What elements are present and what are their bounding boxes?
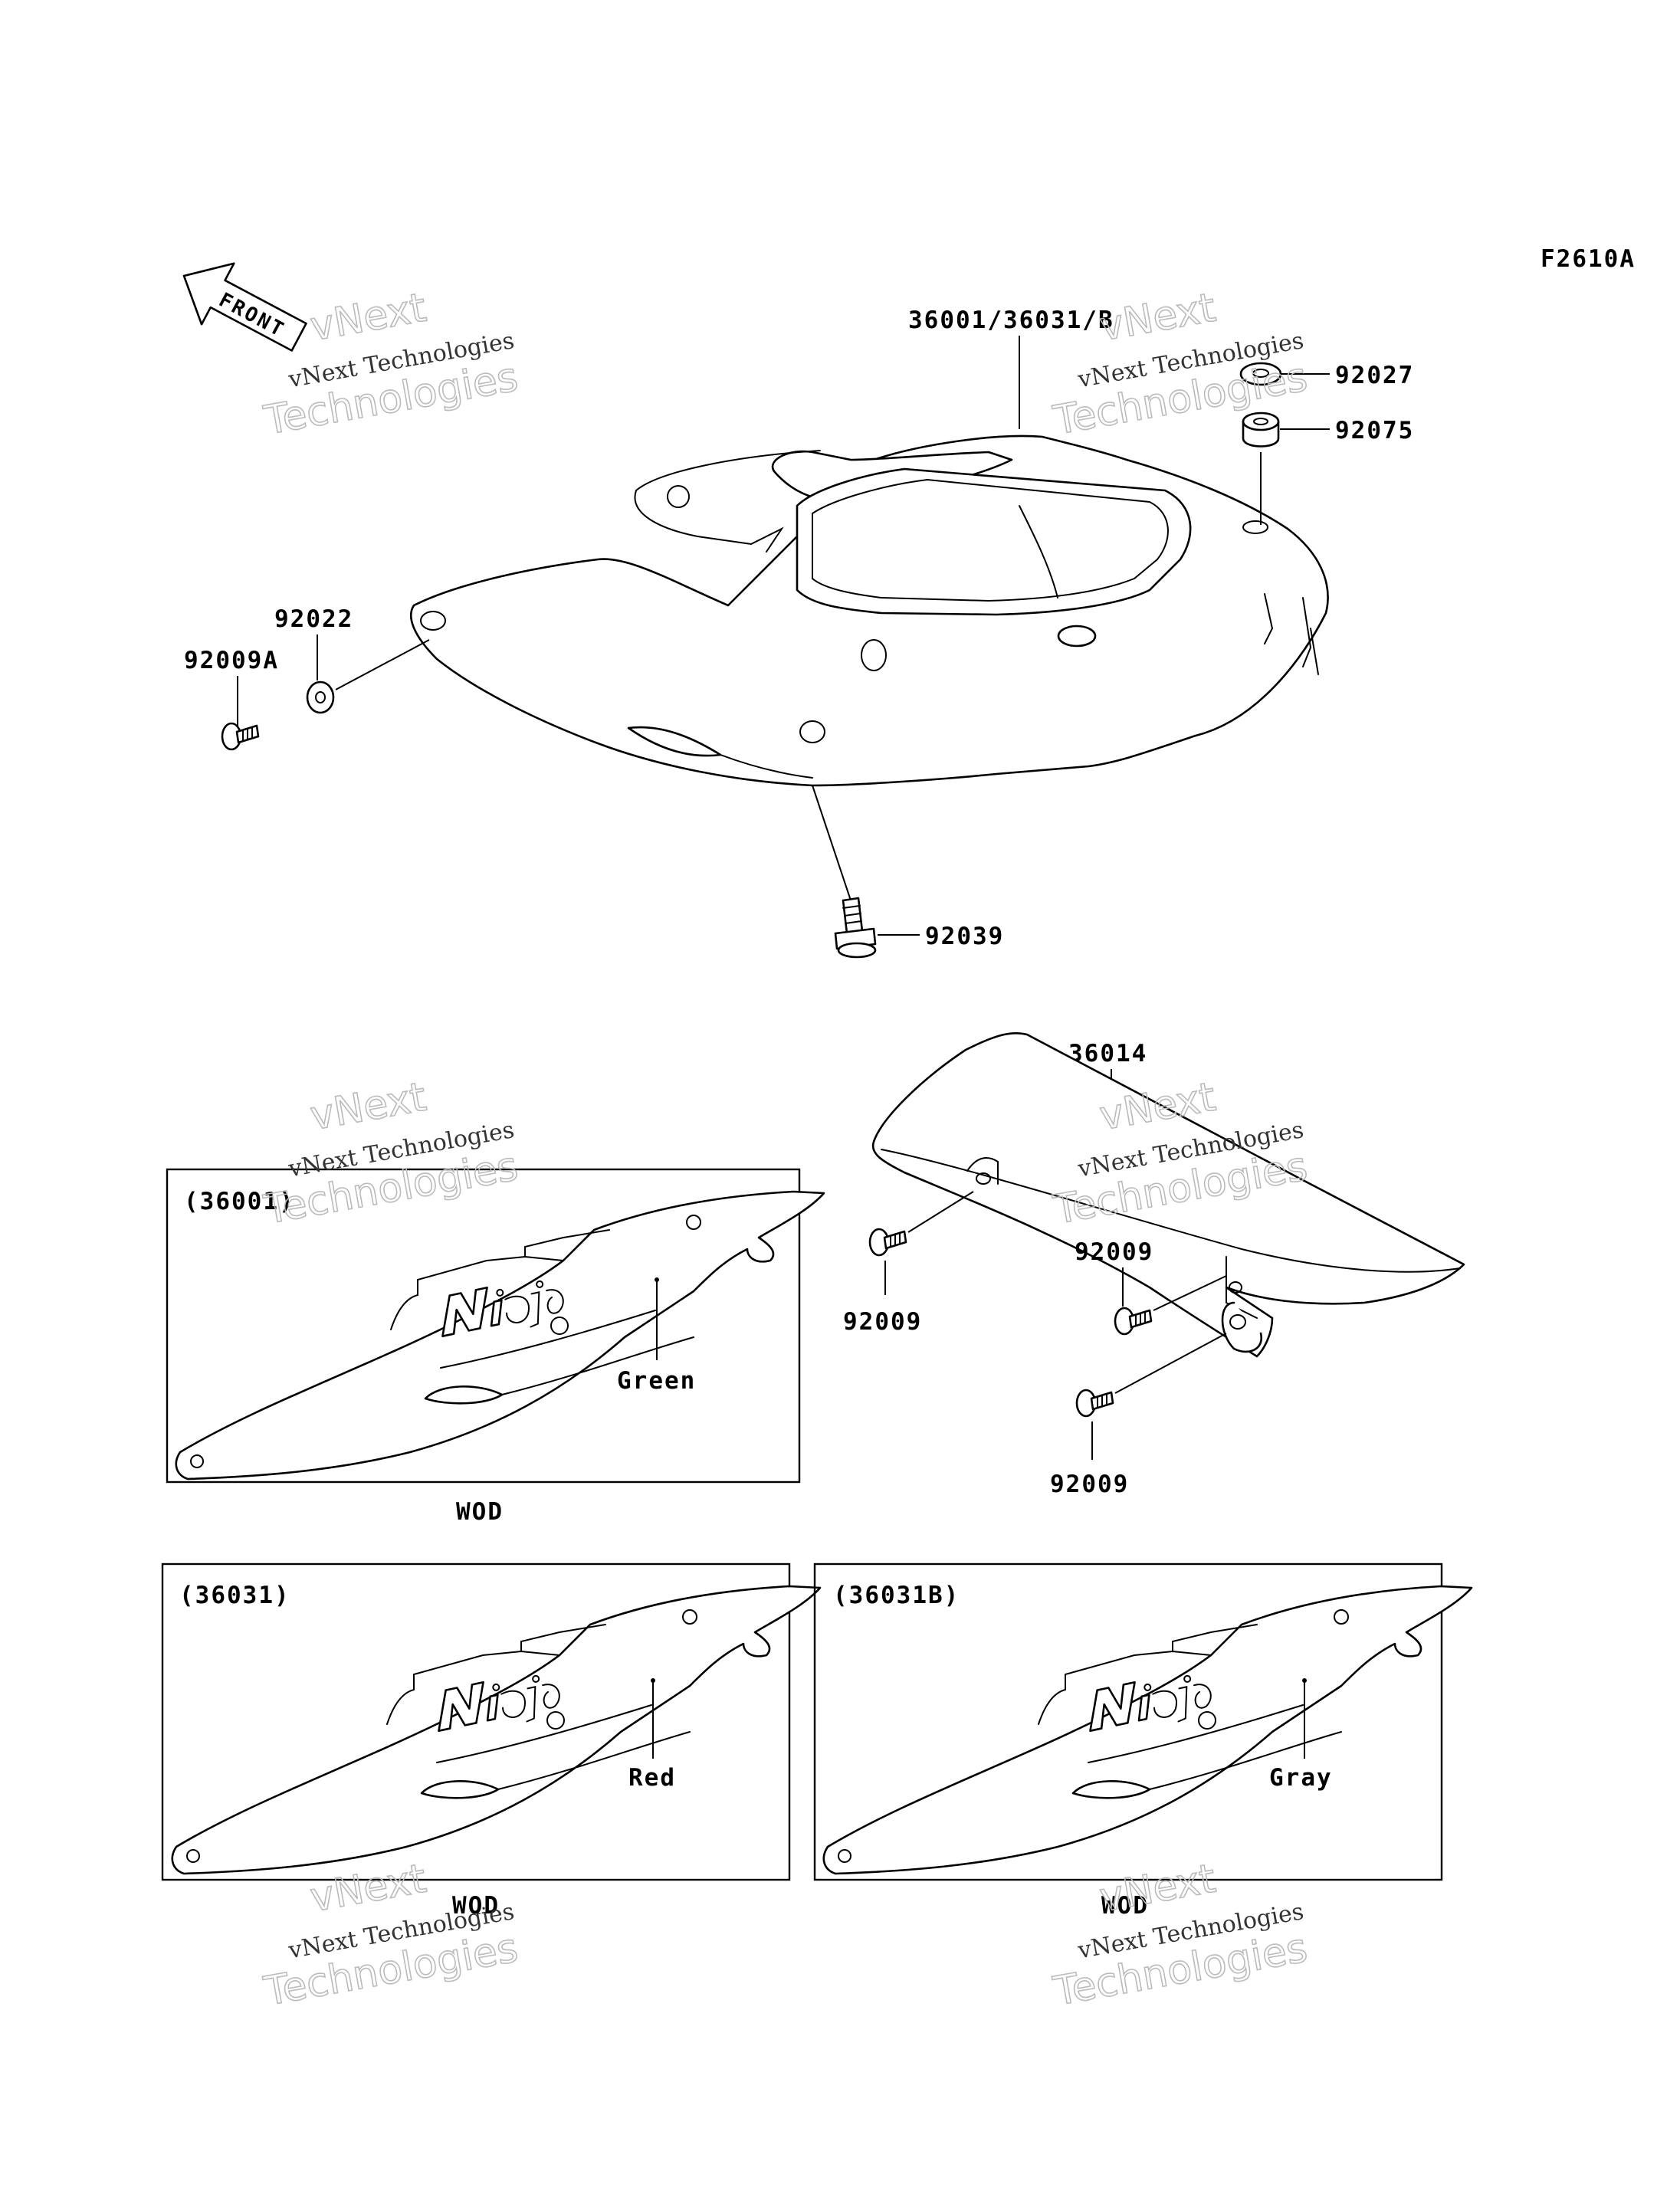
leader-bolt-a-cover [907, 1191, 974, 1233]
side-panel-green [175, 1190, 825, 1481]
front-arrow-icon: FRONT [182, 262, 307, 352]
bolt-bottom-part [834, 897, 877, 959]
variant-code-red: (36031) [179, 1582, 290, 1609]
watermark-1-line1: vNext [307, 285, 429, 350]
leader-bolt-c-cover [1114, 1333, 1227, 1394]
seat-cover-part [410, 434, 1329, 787]
variant-color-gray: Gray [1269, 1764, 1333, 1792]
variant-box-green [166, 1168, 801, 1484]
side-panel-gray [822, 1585, 1473, 1875]
callout-washer: 92022 [274, 605, 353, 633]
variant-box-red [161, 1562, 791, 1881]
variant-region-gray: WOD [1101, 1892, 1149, 1920]
variant-color-green: Green [617, 1367, 696, 1395]
watermark-6-line1: vNext [1096, 1856, 1219, 1921]
cap-hole [1252, 369, 1269, 378]
bolt-b-part [1114, 1307, 1153, 1336]
watermark-5-line1: vNext [307, 1856, 429, 1921]
figure-code: F2610A [1541, 245, 1636, 273]
bolt-a-part [868, 1228, 907, 1257]
variant-code-gray: (36031B) [833, 1582, 960, 1609]
variant-box-gray [813, 1562, 1443, 1881]
watermark-6: vNext vNext Technologies Technologies [1049, 1855, 1311, 2015]
callout-damper: 92075 [1335, 417, 1414, 444]
side-panel-red [171, 1585, 822, 1875]
callout-main-cover: 36001/36031/B [908, 307, 1114, 334]
watermark-1: vNext vNext Technologies Technologies [260, 284, 522, 444]
watermark-2-line1: vNext [1096, 285, 1219, 350]
variant-region-green: WOD [456, 1498, 504, 1526]
leader-bolt-bottom [812, 785, 851, 901]
variant-code-green: (36001) [184, 1188, 295, 1215]
leader-dot-green [655, 1277, 659, 1282]
watermark-3-line1: vNext [307, 1074, 429, 1139]
variant-region-red: WOD [452, 1892, 500, 1920]
bolt-left-part [221, 722, 260, 751]
cap-part [1239, 362, 1282, 386]
leader-dot-red [651, 1678, 655, 1683]
leader-bolt-b-cover [1153, 1275, 1227, 1311]
callout-bolt-b: 92009 [1075, 1238, 1153, 1266]
watermark-3: vNext vNext Technologies Technologies [260, 1074, 522, 1234]
washer-hole [315, 691, 326, 703]
leader-washer-cover [335, 639, 430, 690]
side-cover-part [871, 1031, 1465, 1358]
washer-part [306, 680, 335, 714]
callout-bolt-c: 92009 [1050, 1471, 1129, 1498]
callout-bolt-a: 92009 [843, 1308, 922, 1336]
callout-cap-top: 92027 [1335, 362, 1414, 389]
variant-color-red: Red [628, 1764, 676, 1792]
bolt-c-part [1075, 1389, 1114, 1418]
callout-bolt-bottom: 92039 [925, 923, 1004, 950]
damper-part [1242, 412, 1280, 448]
leader-dot-gray [1302, 1678, 1307, 1683]
callout-bolt-left: 92009A [184, 647, 279, 674]
